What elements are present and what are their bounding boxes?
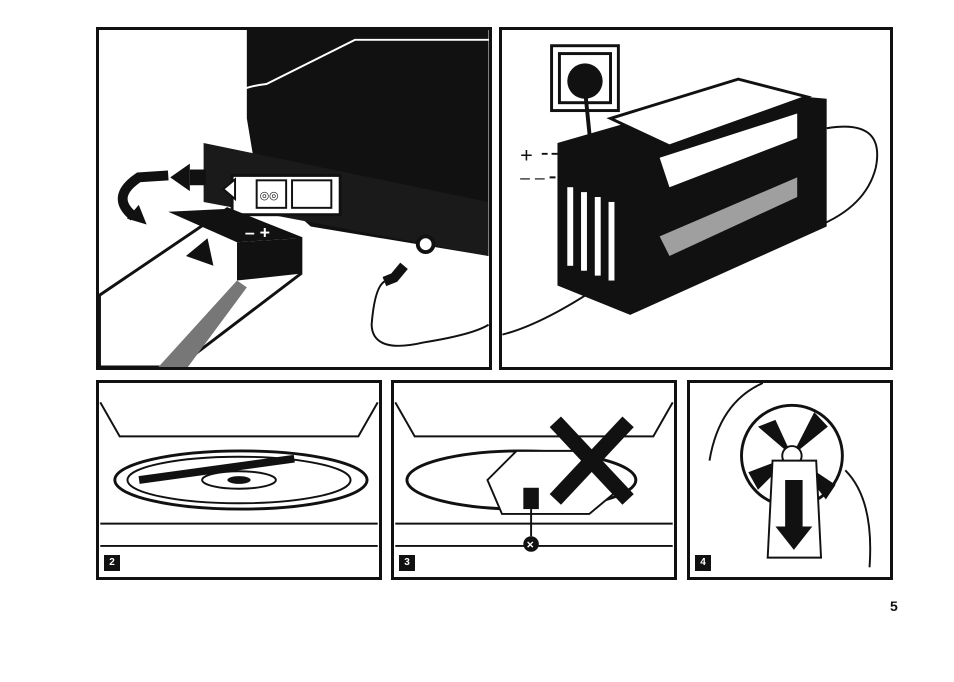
prohibited-x-glyph: ✕ [526, 540, 534, 551]
lid-edge [100, 402, 377, 436]
hand-outline-right [845, 470, 870, 567]
step-badge: 4 [695, 555, 711, 571]
latch-symbol: ◎◎ [260, 190, 279, 202]
disc-removal-drawing [690, 383, 890, 577]
compartment-slot [292, 180, 331, 208]
disc-on-tray-drawing [99, 383, 379, 577]
battery-side [237, 238, 301, 280]
step-number: 2 [109, 556, 115, 570]
charger-vent-2 [581, 192, 587, 271]
battery-polarity: – + [245, 222, 270, 242]
spindle-button [523, 488, 539, 509]
plus-label: + [520, 143, 533, 168]
step-number: 3 [404, 556, 410, 570]
step-4-panel: 4 [687, 380, 893, 580]
disc-spindle [227, 476, 250, 484]
charger-vent-3 [595, 197, 601, 276]
lid-edge [395, 402, 672, 436]
rotate-arrow-icon [123, 175, 169, 216]
page-number: 5 [890, 598, 898, 614]
dc-jack-icon [418, 236, 434, 252]
illustration-charger: + – – [499, 27, 893, 370]
battery-insertion-drawing: ◎◎ – + [99, 30, 489, 367]
left-arrow-icon [170, 164, 190, 192]
charger-drawing: + – – [502, 30, 890, 367]
step-2-panel: 2 [96, 380, 382, 580]
left-arrow-shaft [190, 170, 206, 186]
step-3-panel: ✕ 3 [391, 380, 677, 580]
dc-plug [384, 266, 404, 282]
step-number: 4 [700, 556, 706, 570]
pull-arrow-shaft [785, 480, 802, 529]
power-cable [372, 282, 489, 346]
step-badge: 2 [104, 555, 120, 571]
charger-vent-4 [609, 202, 615, 281]
charger-vent-1 [567, 187, 573, 266]
disc-press-warning-drawing: ✕ [394, 383, 674, 577]
minus-label: – – [520, 167, 545, 187]
step-badge: 3 [399, 555, 415, 571]
illustration-battery-insertion: ◎◎ – + [96, 27, 492, 370]
